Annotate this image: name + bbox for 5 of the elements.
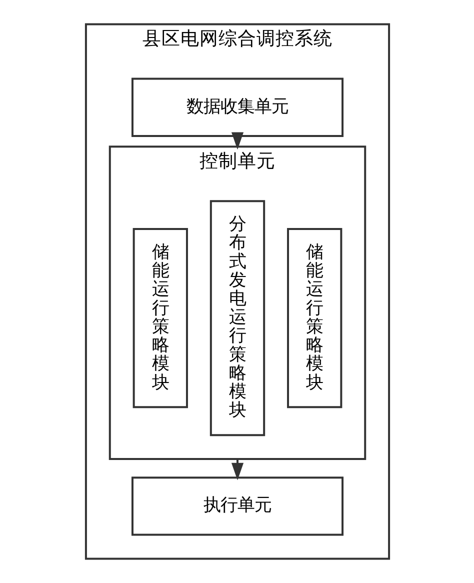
node-box: 分布式发电运行策略模块 (209, 200, 265, 436)
node-box: 储能运行策略模块 (132, 228, 188, 408)
node-box: 储能运行策略模块 (286, 228, 342, 408)
node-box: 执行单元 (130, 476, 344, 536)
arrow (230, 132, 244, 150)
